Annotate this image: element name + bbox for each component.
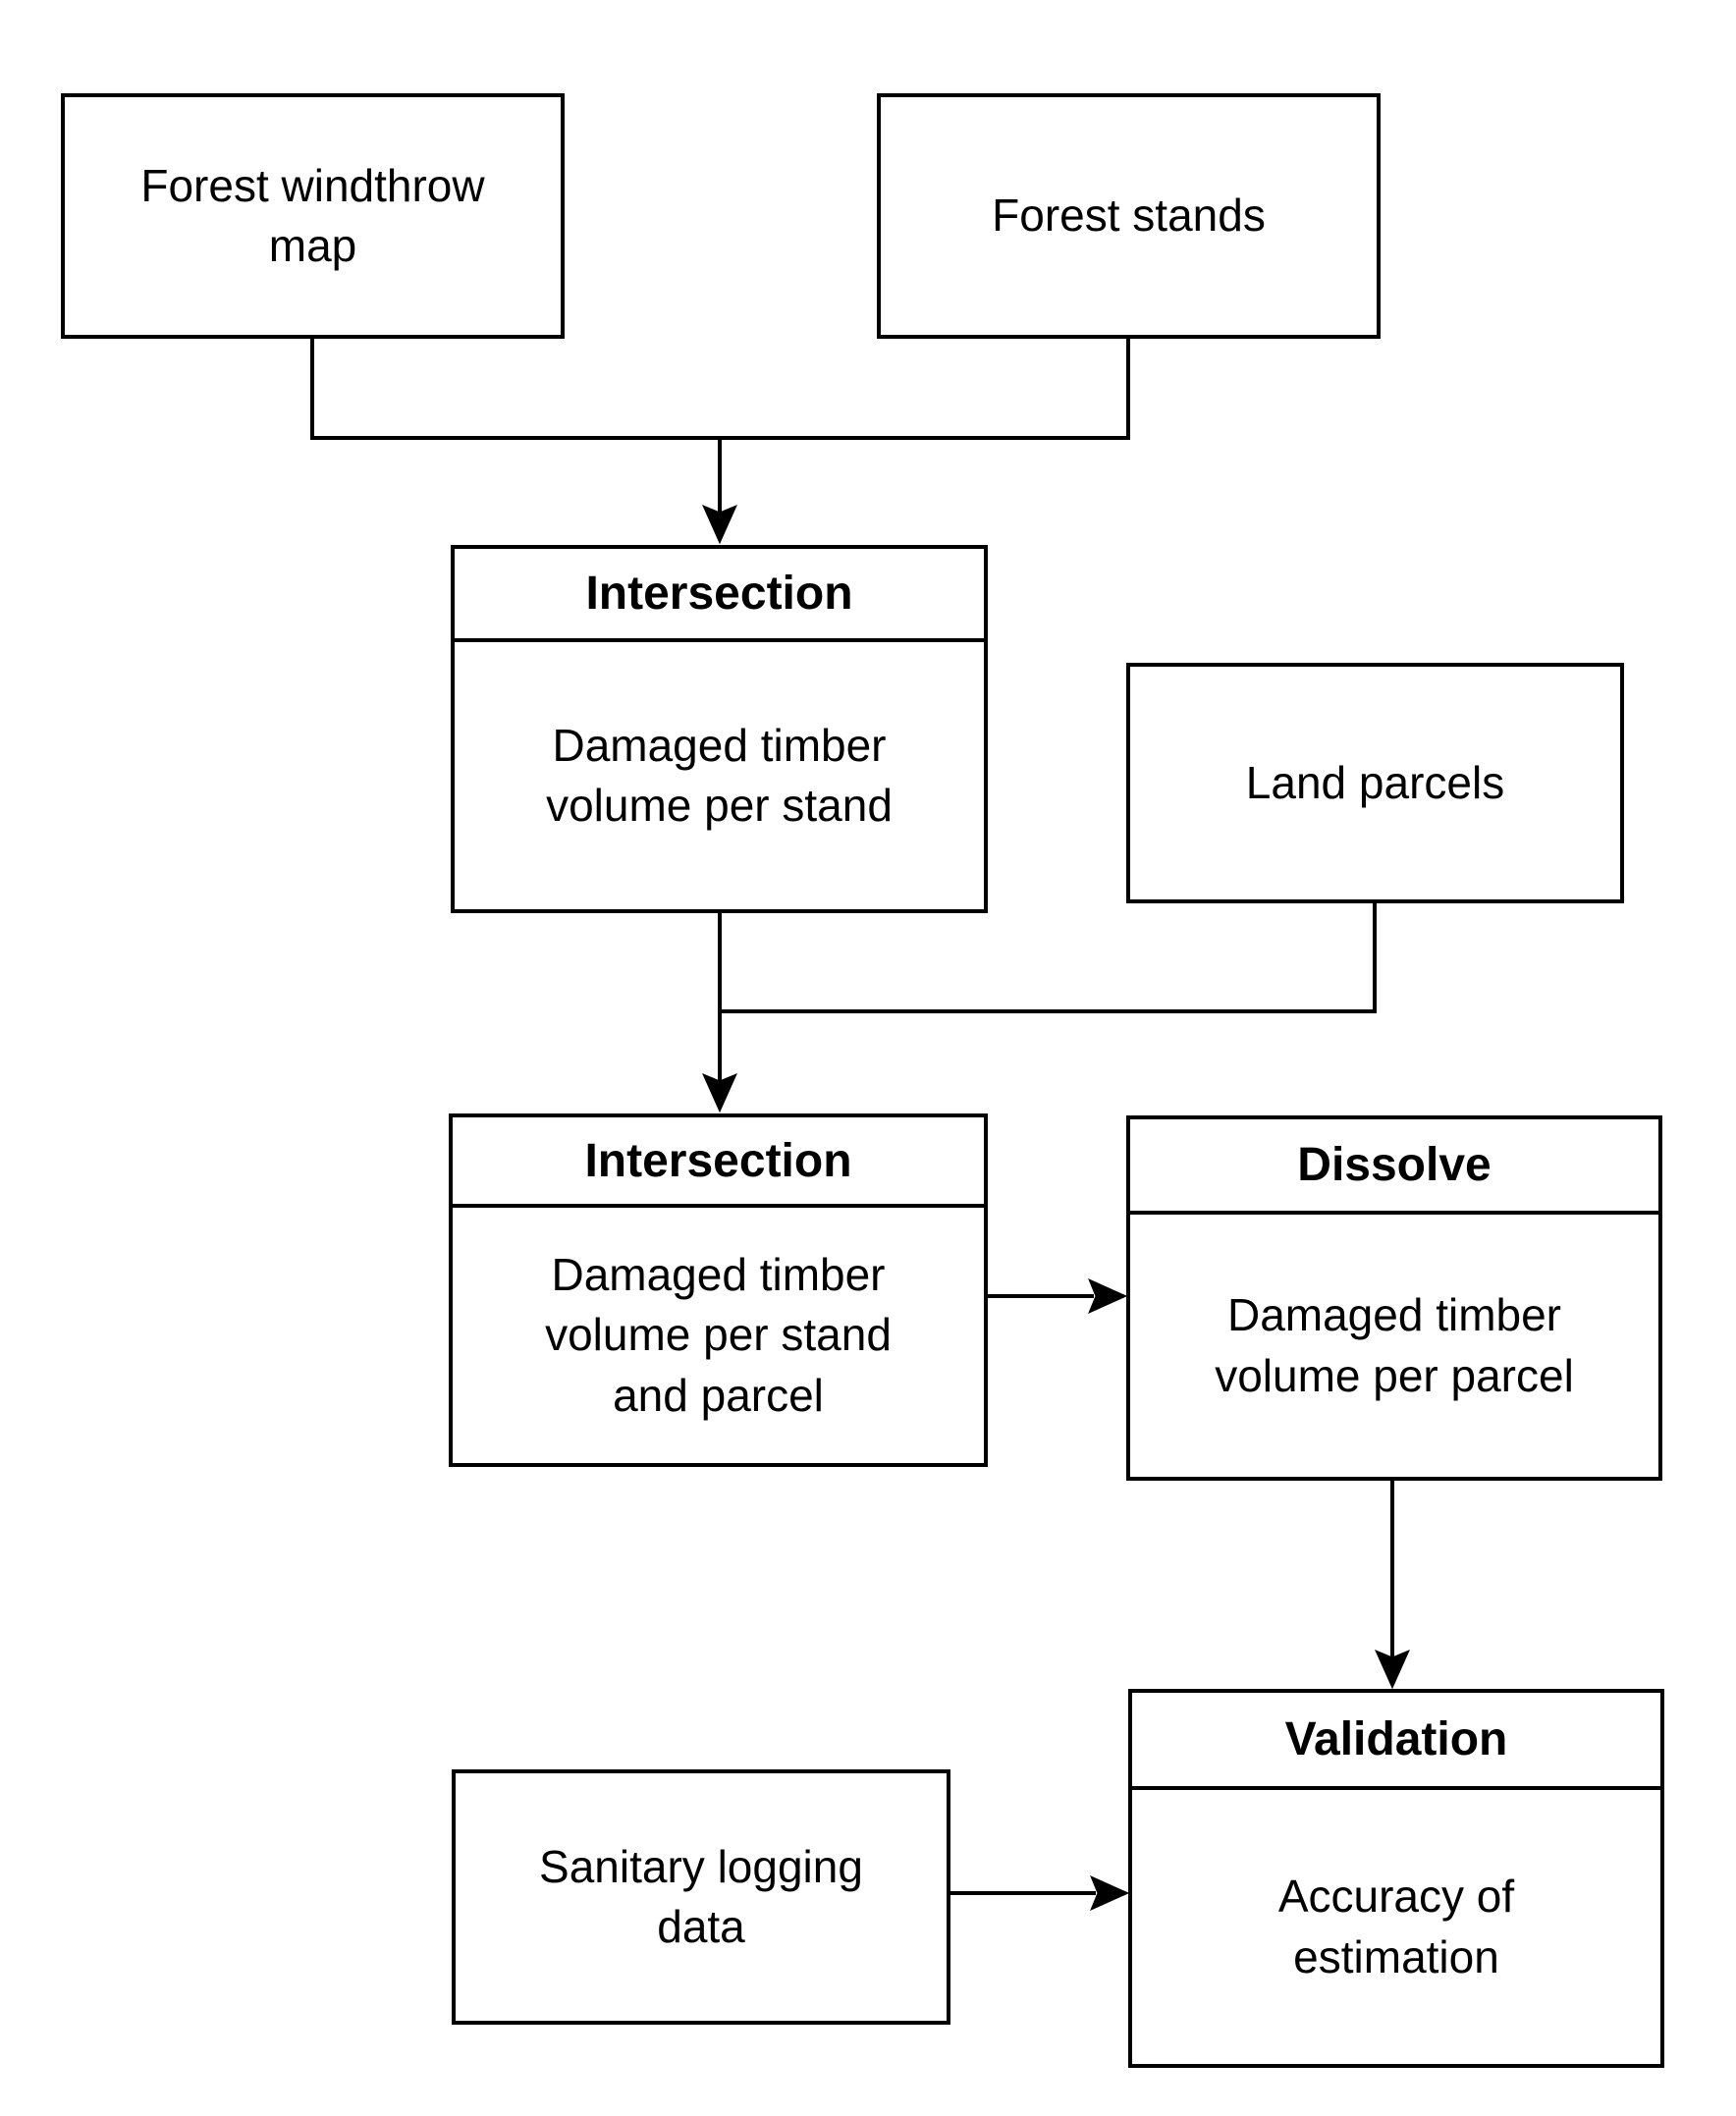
node-intersection-2-title: Intersection [584, 1134, 852, 1187]
arrowhead-into-validation-left [1090, 1875, 1130, 1911]
node-intersection-1: Intersection Damaged timber volume per s… [451, 545, 988, 913]
node-dissolve-body-text: Damaged timber volume per parcel [1215, 1289, 1574, 1401]
node-dissolve: Dissolve Damaged timber volume per parce… [1126, 1115, 1662, 1481]
node-forest-windthrow-map: Forest windthrow map [61, 93, 565, 339]
node-forest-stands: Forest stands [877, 93, 1381, 339]
node-validation-body-text: Accuracy of estimation [1277, 1871, 1515, 1982]
node-sanitary-logging-data: Sanitary logging data [452, 1769, 950, 2025]
node-dissolve-title: Dissolve [1297, 1139, 1492, 1191]
node-forest-stands-label: Forest stands [992, 190, 1266, 242]
node-validation-header: Validation [1132, 1693, 1660, 1790]
node-intersection-1-header: Intersection [455, 549, 984, 642]
node-intersection-1-title: Intersection [585, 568, 853, 620]
node-land-parcels: Land parcels [1126, 663, 1624, 903]
node-sanitary-logging-data-label: Sanitary logging data [539, 1840, 863, 1952]
node-intersection-1-body: Damaged timber volume per stand [455, 642, 984, 909]
node-dissolve-header: Dissolve [1130, 1119, 1658, 1215]
node-intersection-2: Intersection Damaged timber volume per s… [449, 1113, 988, 1467]
node-dissolve-body: Damaged timber volume per parcel [1130, 1215, 1658, 1477]
node-intersection-2-header: Intersection [453, 1117, 984, 1208]
arrowhead-into-validation-top [1375, 1650, 1410, 1690]
node-land-parcels-label: Land parcels [1245, 756, 1505, 808]
node-validation-body: Accuracy of estimation [1132, 1790, 1660, 2064]
arrowhead-into-intersection-2 [702, 1073, 737, 1113]
arrowhead-into-intersection-1 [702, 505, 737, 545]
node-validation: Validation Accuracy of estimation [1128, 1689, 1664, 2068]
node-intersection-2-body: Damaged timber volume per stand and parc… [453, 1208, 984, 1463]
node-validation-title: Validation [1284, 1713, 1508, 1765]
node-forest-windthrow-map-label: Forest windthrow map [140, 159, 485, 271]
node-intersection-2-body-text: Damaged timber volume per stand and parc… [545, 1249, 892, 1421]
node-intersection-1-body-text: Damaged timber volume per stand [546, 719, 893, 831]
arrowhead-into-dissolve [1088, 1278, 1128, 1314]
